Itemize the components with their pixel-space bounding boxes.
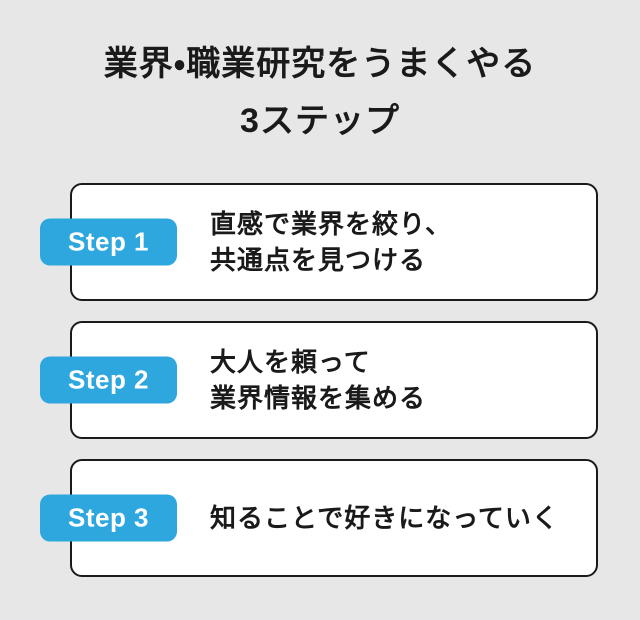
step-row-1: 直感で業界を絞り、 共通点を見つける Step 1 xyxy=(40,183,598,301)
step-badge: Step 2 xyxy=(40,356,177,404)
step-row-2: 大人を頼って 業界情報を集める Step 2 xyxy=(40,321,598,439)
step-text-line: 共通点を見つける xyxy=(210,245,427,275)
steps-list: 直感で業界を絞り、 共通点を見つける Step 1 大人を頼って 業界情報を集め… xyxy=(40,183,598,577)
step-text-line: 業界情報を集める xyxy=(210,383,427,413)
page-title: 業界・職業研究をうまくやる 3ステップ xyxy=(0,36,640,150)
step-row-3: 知ることで好きになっていく Step 3 xyxy=(40,459,598,577)
step-text-line: 大人を頼って xyxy=(210,347,371,377)
step-badge: Step 1 xyxy=(40,218,177,266)
page-title-line2: 3ステップ xyxy=(240,102,400,140)
step-text-line: 知ることで好きになっていく xyxy=(210,503,559,533)
step-badge: Step 3 xyxy=(40,494,177,542)
step-text-line: 直感で業界を絞り、 xyxy=(210,209,452,239)
page-title-line1: 業界・職業研究をうまくやる xyxy=(103,45,537,83)
step-card: 大人を頼って 業界情報を集める xyxy=(70,321,598,439)
